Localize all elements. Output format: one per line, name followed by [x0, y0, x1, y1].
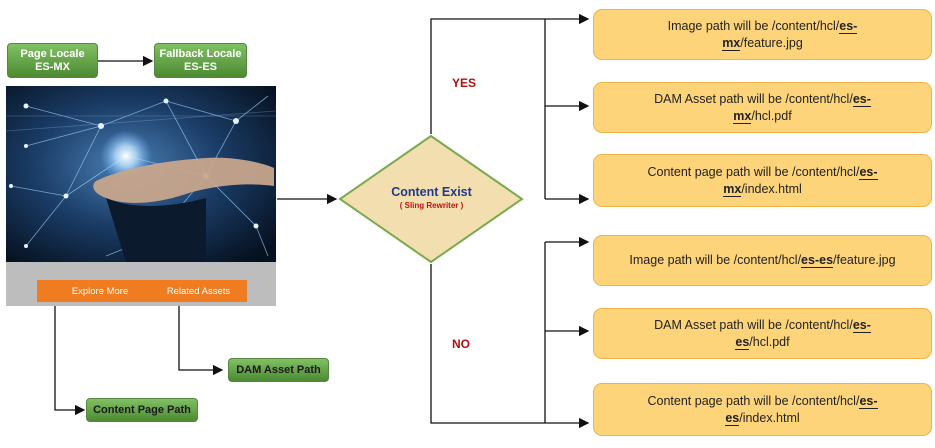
outcome-text: DAM Asset path will be /content/hcl/es-e…	[654, 317, 871, 350]
decision-diamond	[338, 134, 524, 264]
no-content-path-box: Content page path will be /content/hcl/e…	[593, 383, 932, 436]
decision-subtitle: ( Sling Rewriter )	[399, 201, 464, 210]
dam-asset-path-label: DAM Asset Path	[236, 363, 321, 376]
decision-label: Content Exist ( Sling Rewriter )	[340, 185, 523, 210]
outcome-text: Content page path will be /content/hcl/e…	[647, 393, 878, 426]
no-label: NO	[452, 337, 470, 351]
page-locale-title: Page Locale	[20, 47, 85, 60]
outcome-text: DAM Asset path will be /content/hcl/es-m…	[654, 91, 871, 124]
yes-image-path-box: Image path will be /content/hcl/es-mx/fe…	[593, 9, 932, 60]
dam-asset-path-box: DAM Asset Path	[228, 358, 329, 382]
page-locale-value: ES-MX	[35, 60, 70, 73]
no-dam-path-box: DAM Asset path will be /content/hcl/es-e…	[593, 308, 932, 359]
content-page-path-label: Content Page Path	[93, 403, 191, 416]
outcome-text: Content page path will be /content/hcl/e…	[647, 164, 878, 197]
page-locale-box: Page Locale ES-MX	[7, 43, 98, 78]
fallback-locale-box: Fallback Locale ES-ES	[154, 43, 247, 78]
content-page-path-box: Content Page Path	[86, 398, 198, 422]
yes-content-path-box: Content page path will be /content/hcl/e…	[593, 154, 932, 207]
yes-dam-path-box: DAM Asset path will be /content/hcl/es-m…	[593, 82, 932, 133]
network-illustration	[6, 86, 276, 262]
related-assets-button[interactable]: Related Assets	[150, 280, 247, 302]
decision-title: Content Exist	[391, 185, 472, 199]
outcome-text: Image path will be /content/hcl/es-mx/fe…	[667, 18, 858, 51]
no-image-path-box: Image path will be /content/hcl/es-es/fe…	[593, 235, 932, 286]
explore-more-button[interactable]: Explore More	[37, 280, 163, 302]
outcome-text: Image path will be /content/hcl/es-es/fe…	[629, 253, 896, 268]
fallback-locale-title: Fallback Locale	[159, 47, 242, 60]
yes-label: YES	[452, 76, 477, 90]
fallback-locale-value: ES-ES	[183, 60, 217, 73]
